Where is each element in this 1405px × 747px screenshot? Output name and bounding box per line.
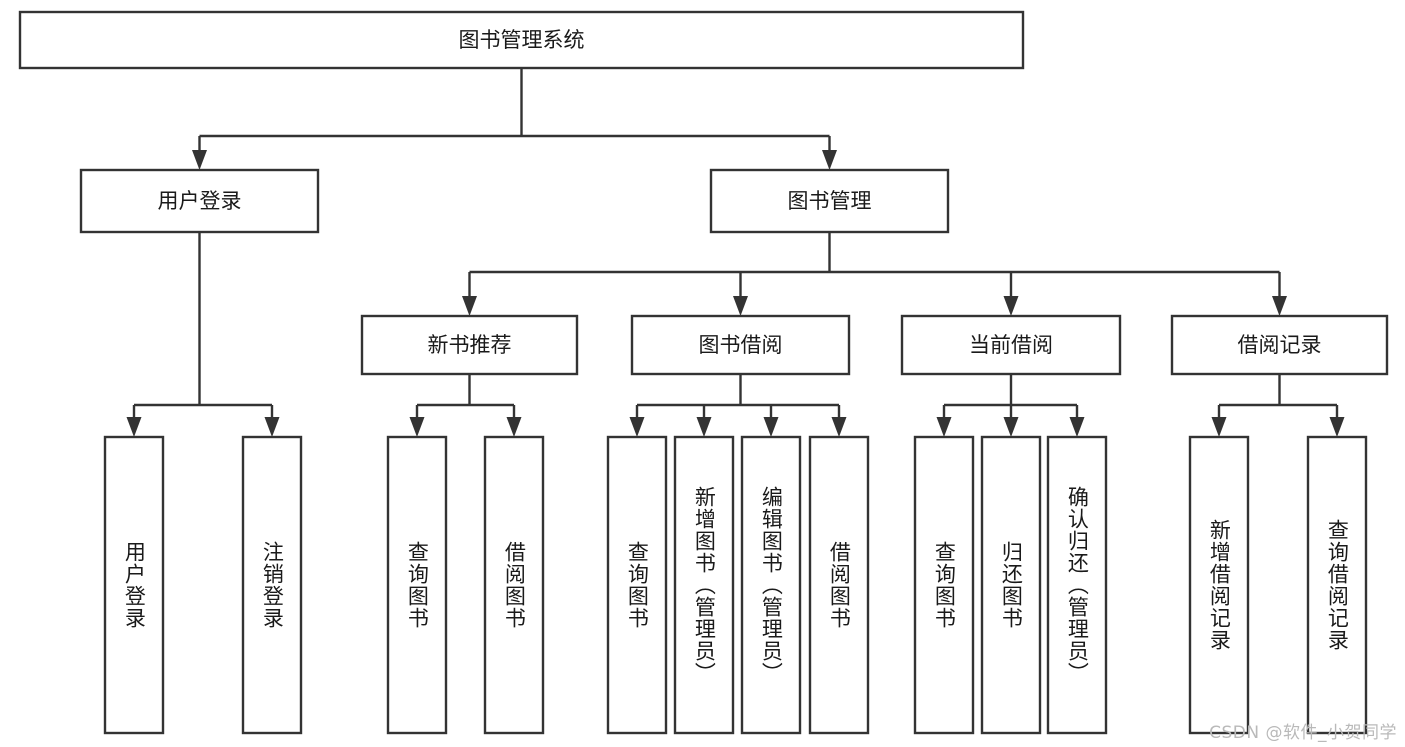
leaf-node-box-12[interactable] xyxy=(1306,435,1368,735)
arrowhead-level1-to-level2-0 xyxy=(462,296,477,316)
leaf-node-box-6[interactable] xyxy=(740,435,802,735)
level2-node-box-3[interactable] xyxy=(1170,314,1389,376)
arrowhead-parent-to-leaf-3-1 xyxy=(1003,417,1019,437)
level2-node-label-2: 当前借阅 xyxy=(969,333,1053,357)
arrowhead-parent-to-leaf-2-0 xyxy=(629,417,645,437)
node-box-layer xyxy=(18,10,1389,735)
arrowhead-parent-to-leaf-2-2 xyxy=(763,417,779,437)
level2-node-label-3: 借阅记录 xyxy=(1238,333,1322,357)
arrowhead-level1-to-level2-1 xyxy=(733,296,748,316)
arrowhead-level1-to-level2-2 xyxy=(1003,296,1019,316)
arrowhead-parent-to-leaf-1-1 xyxy=(506,417,522,437)
leaf-node-box-11[interactable] xyxy=(1188,435,1250,735)
level1-node-label-0: 用户登录 xyxy=(158,189,242,213)
level2-node-box-2[interactable] xyxy=(900,314,1122,376)
watermark-text: CSDN @软件_小贺同学 xyxy=(1209,723,1397,743)
arrowhead-parent-to-leaf-0-1 xyxy=(264,417,280,437)
connector-layer xyxy=(126,68,1345,437)
leaf-node-box-4[interactable] xyxy=(606,435,668,735)
arrowhead-parent-to-leaf-1-0 xyxy=(409,417,425,437)
level1-node-box-0[interactable] xyxy=(79,168,320,234)
leaf-node-box-3[interactable] xyxy=(483,435,545,735)
leaf-node-box-9[interactable] xyxy=(980,435,1042,735)
arrowhead-parent-to-leaf-3-0 xyxy=(936,417,952,437)
arrowhead-parent-to-leaf-2-3 xyxy=(831,417,847,437)
level1-node-label-1: 图书管理 xyxy=(788,189,872,213)
level1-node-box-1[interactable] xyxy=(709,168,950,234)
leaf-node-box-0[interactable] xyxy=(103,435,165,735)
leaf-node-box-7[interactable] xyxy=(808,435,870,735)
arrowhead-root-to-level1-0 xyxy=(192,150,207,170)
arrowhead-parent-to-leaf-2-1 xyxy=(696,417,712,437)
arrowhead-parent-to-leaf-0-0 xyxy=(126,417,142,437)
leaf-node-box-1[interactable] xyxy=(241,435,303,735)
leaf-node-box-2[interactable] xyxy=(386,435,448,735)
level2-node-box-0[interactable] xyxy=(360,314,579,376)
leaf-node-box-8[interactable] xyxy=(913,435,975,735)
leaf-node-box-10[interactable] xyxy=(1046,435,1108,735)
arrowhead-level1-to-level2-3 xyxy=(1272,296,1287,316)
level2-node-label-1: 图书借阅 xyxy=(699,333,783,357)
level2-node-box-1[interactable] xyxy=(630,314,851,376)
root-node-box-0[interactable] xyxy=(18,10,1025,70)
arrowhead-parent-to-leaf-3-2 xyxy=(1069,417,1085,437)
level2-node-label-0: 新书推荐 xyxy=(428,333,512,357)
arrowhead-parent-to-leaf-4-1 xyxy=(1329,417,1345,437)
arrowhead-root-to-level1-1 xyxy=(822,150,837,170)
arrowhead-parent-to-leaf-4-0 xyxy=(1211,417,1227,437)
leaf-node-box-5[interactable] xyxy=(673,435,735,735)
root-node-label-0: 图书管理系统 xyxy=(459,28,585,52)
